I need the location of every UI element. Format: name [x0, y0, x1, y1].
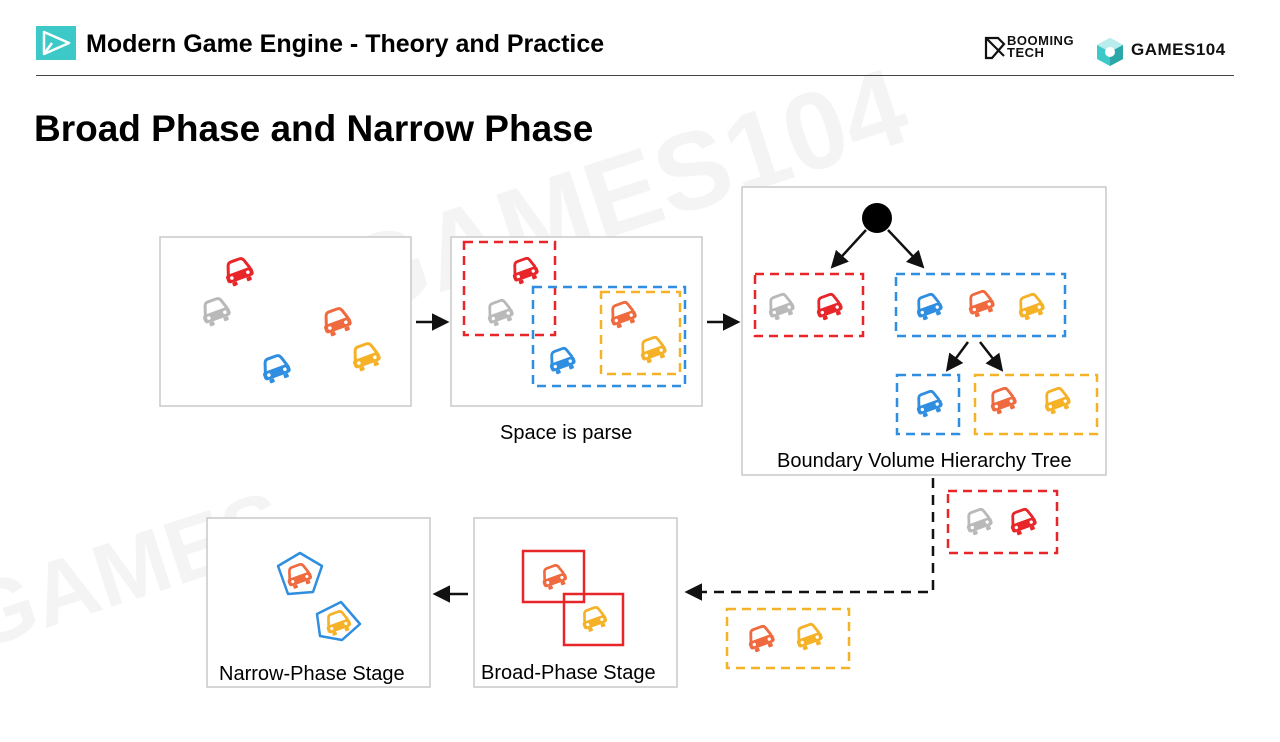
tree-edge — [887, 229, 925, 269]
candidate-pair-yellow — [725, 607, 851, 670]
tree-edge — [945, 341, 970, 372]
games104-brand: GAMES104 — [1131, 40, 1226, 59]
course-title: Modern Game Engine - Theory and Practice — [86, 30, 605, 58]
caption-broad-phase: Broad-Phase Stage — [481, 662, 656, 684]
caption-space-partition: Space is parse — [500, 422, 633, 444]
narrow-phase-panel — [206, 517, 431, 688]
games-cube-logo-icon — [1094, 36, 1126, 73]
space-partition-panel — [450, 236, 703, 407]
bvh-leaf-yellow — [973, 373, 1099, 436]
booming-tech-logo-icon — [984, 36, 1006, 65]
candidate-pair-red — [946, 489, 1059, 555]
car-icon — [791, 620, 827, 654]
aabb-box — [562, 592, 625, 647]
bvh-node-red — [753, 272, 865, 338]
car-icon — [961, 505, 997, 539]
dashed-flow-arrow — [684, 478, 935, 601]
slide-title: Broad Phase and Narrow Phase — [34, 108, 594, 149]
caption-narrow-phase: Narrow-Phase Stage — [219, 663, 405, 685]
broad-phase-panel — [473, 517, 678, 688]
slide-header: Modern Game Engine - Theory and Practice… — [0, 0, 1280, 78]
aabb-box — [521, 549, 586, 604]
caption-bvh-tree: Boundary Volume Hierarchy Tree — [777, 450, 1072, 472]
convex-hull-shape — [315, 600, 362, 642]
header-divider — [36, 75, 1234, 76]
tree-edge — [830, 229, 867, 269]
scene-panel-objects — [159, 236, 412, 407]
bvh-leaf-blue — [895, 373, 961, 436]
tree-root-node — [862, 203, 892, 233]
car-icon — [743, 622, 779, 656]
play-triangle-logo-icon — [36, 26, 76, 65]
booming-tech-brand: BOOMING TECH — [1007, 33, 1075, 60]
bvh-node-blue — [894, 272, 1067, 338]
tree-edge — [979, 341, 1004, 372]
convex-hull-shape — [276, 551, 324, 596]
bvh-tree-panel — [741, 186, 1107, 476]
car-icon — [1005, 505, 1041, 539]
